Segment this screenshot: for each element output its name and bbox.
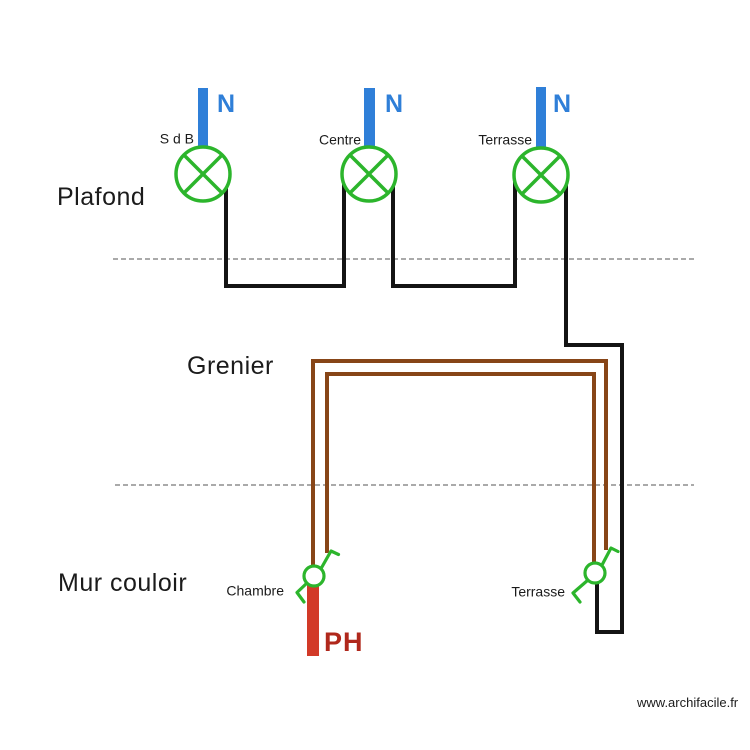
- switch-label: Terrasse: [511, 583, 565, 600]
- lamp-label: Terrasse: [478, 131, 532, 148]
- phase-bar: [307, 583, 319, 656]
- black-wire: [564, 184, 624, 634]
- watermark-url: www.archifacile.fr: [637, 695, 739, 711]
- switch-label: Chambre: [226, 582, 284, 599]
- brown-wire: [311, 359, 608, 568]
- neutral-bar: [536, 87, 546, 148]
- lamp-cross: [348, 153, 390, 195]
- zone-label-plafond: Plafond: [57, 183, 146, 211]
- phase-label: PH: [324, 626, 364, 657]
- neutral-label: N: [553, 90, 572, 118]
- brown-wire: [325, 372, 596, 565]
- lamp-cross: [182, 153, 224, 195]
- lamp-label: S d B: [159, 130, 194, 147]
- neutral-bar: [364, 88, 375, 147]
- black-wire: [391, 181, 517, 288]
- lamp-label: Centre: [318, 131, 361, 148]
- neutral-bar: [198, 88, 208, 147]
- zone-label-grenier: Grenier: [187, 352, 274, 380]
- neutral-label: N: [385, 90, 404, 118]
- lamp-cross: [520, 154, 562, 196]
- black-wire: [224, 183, 346, 288]
- switch-lever: [318, 549, 341, 572]
- switch-symbol: [302, 564, 326, 588]
- switch-lever: [599, 546, 620, 568]
- switch-symbol: [583, 561, 607, 585]
- switch-tail: [571, 578, 590, 604]
- zone-label-mur-couloir: Mur couloir: [58, 569, 188, 597]
- neutral-label: N: [217, 90, 236, 118]
- switch-tail: [295, 581, 309, 604]
